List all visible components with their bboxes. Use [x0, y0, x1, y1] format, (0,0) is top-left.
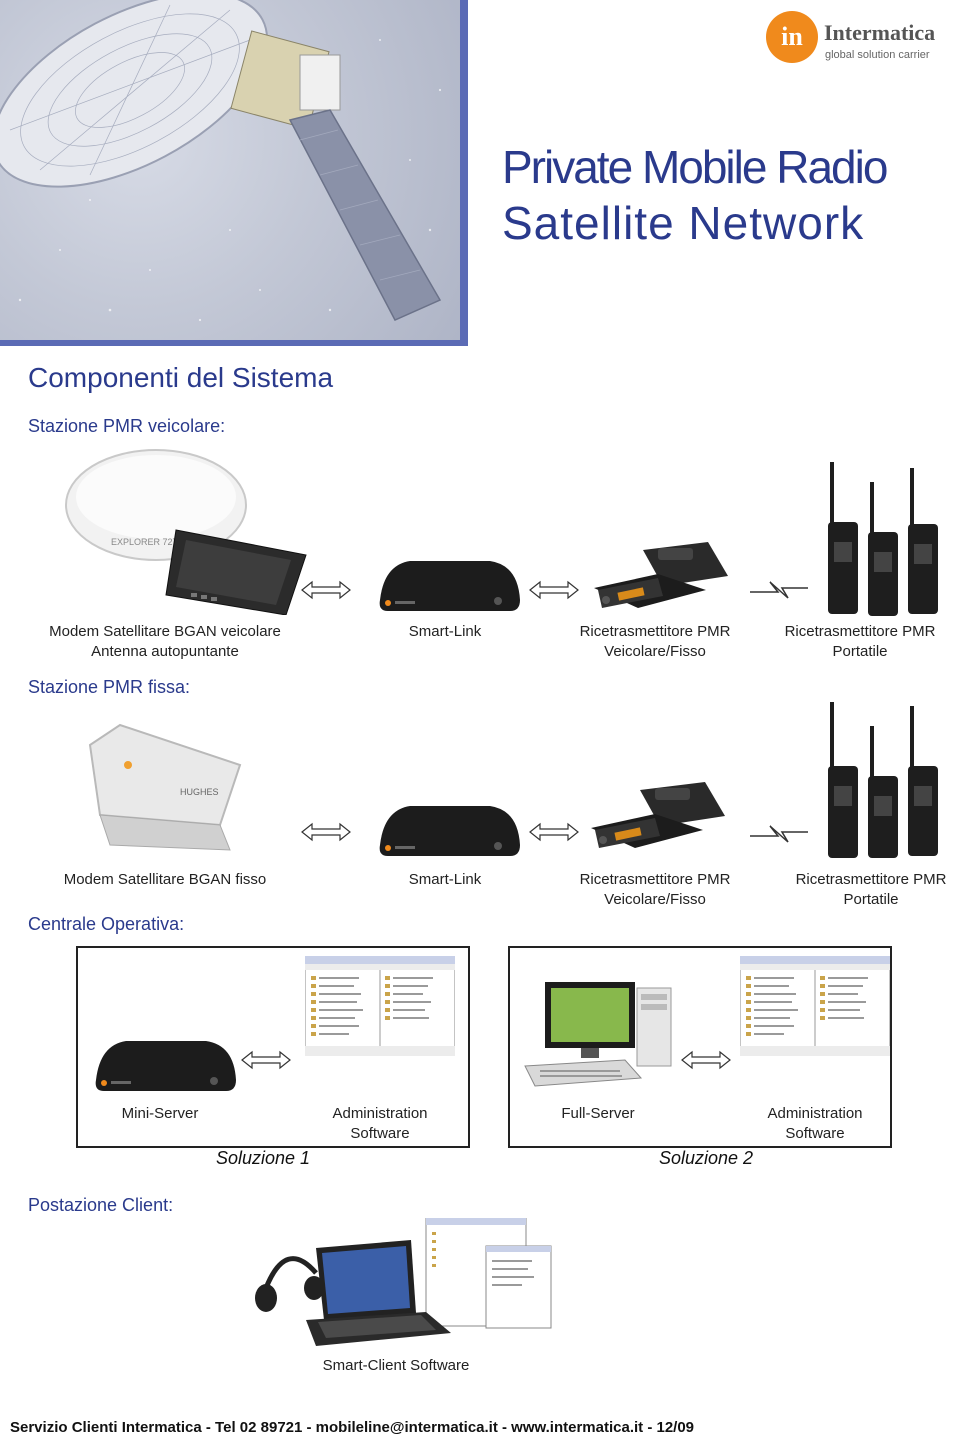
fixed-radio-caption: Ricetrasmettitore PMR Veicolare/Fisso [560, 870, 750, 910]
svg-text:Intermatica: Intermatica [824, 20, 935, 45]
svg-text:global solution carrier: global solution carrier [825, 49, 930, 61]
solution2-software-caption: Administration Software [755, 1104, 875, 1144]
caption-line: Veicolare/Fisso [604, 643, 706, 660]
full-server-pc-image [515, 978, 675, 1096]
caption-line: Software [785, 1125, 845, 1142]
hero-satellite-image [0, 0, 465, 345]
smart-client-caption: Smart-Client Software [322, 1357, 470, 1374]
admin-software-screenshot [740, 956, 890, 1056]
mobile-radio-image [585, 778, 735, 858]
mobile-radio-image [588, 538, 738, 618]
client-heading: Postazione Client: [28, 1195, 174, 1215]
hero-frame-bottom [0, 340, 468, 346]
page-title-line2: Satellite Network [502, 197, 865, 249]
caption-line: Software [350, 1125, 410, 1142]
svg-text:EXPLORER 727: EXPLORER 727 [111, 537, 178, 547]
page-title-line1: Private Mobile Radio [502, 141, 888, 193]
solution2-label: Soluzione 2 [659, 1148, 754, 1168]
portable-radios-image [826, 462, 956, 617]
bidirectional-arrow-icon [528, 822, 580, 842]
caption-line: Ricetrasmettitore PMR [579, 871, 731, 888]
fixed-portable-caption: Ricetrasmettitore PMR Portatile [782, 870, 960, 910]
caption-line: Administration [767, 1105, 863, 1122]
caption-line: Administration [332, 1105, 428, 1122]
bidirectional-arrow-icon [680, 1050, 732, 1070]
section-heading: Componenti del Sistema [28, 362, 334, 393]
bidirectional-arrow-icon [240, 1050, 292, 1070]
bidirectional-arrow-icon [300, 822, 352, 842]
bidirectional-arrow-icon [300, 580, 352, 600]
caption-line: Ricetrasmettitore PMR [784, 623, 936, 640]
solution1-label: Soluzione 1 [216, 1148, 311, 1168]
caption-line: Portatile [843, 891, 899, 908]
mini-server-image [86, 1035, 241, 1095]
svg-text:HUGHES: HUGHES [180, 787, 219, 797]
vehicle-bgan-modem-image: EXPLORER 727 [36, 445, 316, 615]
mini-server-caption: Mini-Server [121, 1105, 199, 1122]
hero-frame-right [460, 0, 468, 345]
satellite-illustration [0, 0, 442, 322]
footer-contact: Servizio Clienti Intermatica - Tel 02 89… [10, 1419, 695, 1436]
caption-line: Portatile [832, 643, 888, 660]
smart-link-device-image [370, 555, 525, 615]
svg-text:in: in [781, 22, 803, 51]
fixed-modem-caption: Modem Satellitare BGAN fisso [63, 871, 267, 888]
radio-link-zigzag-icon [748, 822, 810, 846]
portable-radios-image [826, 702, 956, 860]
caption-line: Modem Satellitare BGAN veicolare [49, 623, 281, 640]
intermatica-logo: in Intermatica global solution carrier [762, 4, 942, 70]
caption-line: Ricetrasmettitore PMR [579, 623, 731, 640]
admin-software-screenshot [305, 956, 455, 1056]
solution1-software-caption: Administration Software [320, 1104, 440, 1144]
fixed-station-heading: Stazione PMR fissa: [28, 677, 191, 697]
caption-line: Ricetrasmettitore PMR [795, 871, 947, 888]
fixed-bgan-modem-image: HUGHES [80, 715, 260, 865]
vehicle-radio-caption: Ricetrasmettitore PMR Veicolare/Fisso [560, 622, 750, 662]
caption-line: Veicolare/Fisso [604, 891, 706, 908]
vehicle-station-heading: Stazione PMR veicolare: [28, 416, 226, 436]
vehicle-modem-caption: Modem Satellitare BGAN veicolare Antenna… [20, 622, 310, 662]
bidirectional-arrow-icon [528, 580, 580, 600]
smart-client-laptop-image [236, 1218, 556, 1353]
fixed-smartlink-caption: Smart-Link [408, 871, 482, 888]
caption-line: Antenna autopuntante [91, 643, 239, 660]
radio-link-zigzag-icon [748, 578, 810, 602]
central-heading: Centrale Operativa: [28, 914, 185, 934]
vehicle-smartlink-caption: Smart-Link [408, 623, 482, 640]
vehicle-portable-caption: Ricetrasmettitore PMR Portatile [770, 622, 950, 662]
smart-link-device-image [370, 800, 525, 860]
full-server-caption: Full-Server [561, 1105, 635, 1122]
